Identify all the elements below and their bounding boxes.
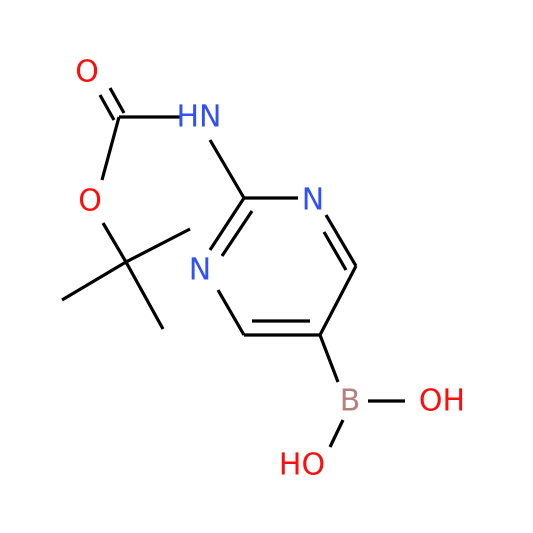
ester-oxygen-label: O: [78, 184, 102, 219]
bond-ester-o-cq: [101, 222, 128, 263]
bond-c6-n1: [216, 289, 246, 336]
hydroxyl-bottom-label: HO: [279, 448, 325, 483]
bond-cq-methyl-2: [125, 227, 191, 264]
bond-carbonyl-ester-o: [100, 116, 121, 181]
bond-n3-c4: [324, 214, 358, 267]
bond-nh-c2: [208, 139, 246, 199]
atom-labels: O HN O N N B OH HO: [75, 55, 465, 483]
bond-cq-methyl-3: [124, 261, 165, 330]
bonds: [61, 87, 405, 448]
bond-n3-c4-inner: [322, 231, 348, 271]
bond-c4-c5: [318, 265, 358, 336]
bond-c5-b: [318, 334, 340, 383]
bond-b-oh-2: [328, 419, 345, 448]
bond-carbonyl-o-double-a: [98, 94, 116, 121]
bond-cq-methyl-1: [61, 260, 127, 302]
bond-n1-c2: [208, 197, 246, 251]
bond-carbonyl-o-double-b: [108, 87, 126, 114]
ring-nitrogen-n1-label: N: [189, 253, 211, 288]
amine-nh-label: HN: [177, 100, 222, 135]
boron-label: B: [340, 384, 361, 419]
ring-nitrogen-n3-label: N: [302, 183, 324, 218]
bond-n1-c2-inner: [220, 210, 254, 257]
hydroxyl-right-label: OH: [419, 384, 465, 419]
carbonyl-oxygen-label: O: [75, 55, 99, 90]
